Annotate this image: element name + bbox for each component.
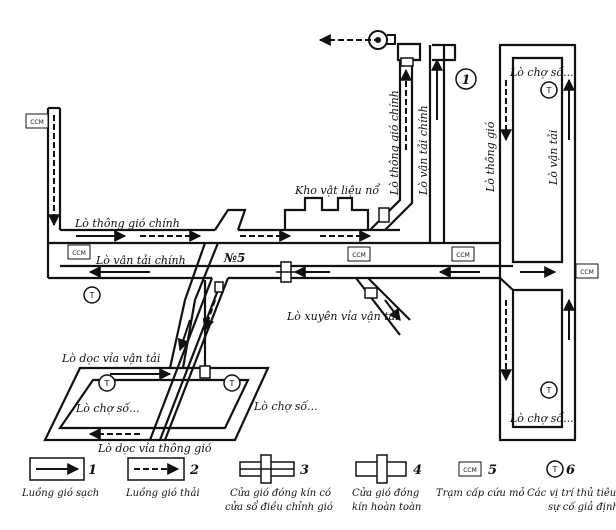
label-lo-xuyen-via: Lò xuyên vỉa vận tải [286,310,399,323]
label-lo-doc-via-thong-gio: Lò dọc vỉa thông gió [97,442,212,455]
svg-text:sự cố giả định: sự cố giả định [548,502,616,513]
svg-text:T: T [89,291,95,300]
svg-text:1: 1 [461,73,470,88]
legend-item-3: 3 Cửa gió đóng kín có cửa sổ điều chỉnh … [225,454,333,513]
tunnel-network [43,42,577,442]
svg-text:Các vị trí thủ tiêu: Các vị trí thủ tiêu [527,488,616,499]
airflow-arrows [48,34,575,440]
legend-item-2: 2 Luồng gió thải [125,457,200,499]
svg-text:kín hoàn toàn: kín hoàn toàn [352,502,421,513]
legend: 1 Luồng gió sạch 2 Luồng gió thải 3 Cửa … [21,454,616,513]
ccm-station: CCM [67,244,91,260]
ccm-station: CCM [347,246,371,262]
svg-text:CCM: CCM [580,269,594,276]
svg-text:Cửa gió đóng kín có: Cửa gió đóng kín có [230,488,331,499]
label-vertical-thong-gio-chinh: Lò thông gió chính [388,90,401,196]
label-no5: №5 [223,251,245,265]
label-kho-vat-lieu-no: Kho vật liệu nổ [294,184,380,197]
svg-text:2: 2 [189,463,199,478]
svg-text:4: 4 [413,463,422,478]
svg-text:Cửa gió đóng: Cửa gió đóng [352,488,419,499]
incident-marker: T [540,81,558,99]
svg-text:1: 1 [88,463,97,478]
legend-item-6: T 6 Các vị trí thủ tiêu sự cố giả định [527,460,616,513]
svg-text:CCM: CCM [463,467,477,474]
legend-item-4: 4 Cửa gió đóng kín hoàn toàn [352,454,422,513]
label-lo-doc-via-van-tai: Lò dọc vỉa vận tải [61,352,160,365]
svg-text:CCM: CCM [72,250,86,257]
incident-marker: T [83,286,101,304]
label-lo-cho-so-1: Lò chợ số... [75,402,140,415]
label-lo-van-tai-chinh: Lò vận tải chính [95,254,186,267]
label-lo-cho-so-2: Lò chợ số... [253,400,318,413]
svg-text:CCM: CCM [352,252,366,259]
label-lo-cho-so-4: Lò chợ số... [509,412,574,425]
svg-text:Luồng gió thải: Luồng gió thải [125,488,200,499]
ventilation-doors [199,57,414,379]
ccm-station: CCM [25,113,49,129]
svg-text:T: T [229,379,235,388]
svg-text:CCM: CCM [30,119,44,126]
svg-text:5: 5 [488,463,497,478]
label-lo-thong-gio-chinh: Lò thông gió chính [74,217,180,230]
svg-text:T: T [546,86,552,95]
svg-text:3: 3 [300,463,309,478]
svg-text:cửa sổ điều chỉnh gió: cửa sổ điều chỉnh gió [225,501,333,513]
svg-text:T: T [546,386,552,395]
incident-marker: T [98,374,116,392]
ccm-station: CCM [451,246,475,262]
label-vertical-van-tai: Lò vận tải [547,130,560,186]
legend-item-1: 1 Luồng gió sạch [21,457,99,499]
label-vertical-van-tai-chinh: Lò vận tải chính [417,105,430,196]
svg-text:Luồng gió sạch: Luồng gió sạch [21,488,99,499]
shaft-number-marker: 1 [455,68,477,90]
svg-text:T: T [552,465,558,474]
incident-marker: T [223,374,241,392]
svg-text:T: T [104,379,110,388]
label-lo-cho-so-3: Lò chợ số... [509,66,574,79]
label-vertical-thong-gio: Lò thông gió [484,121,497,193]
svg-text:CCM: CCM [456,252,470,259]
legend-item-5: CCM 5 Trạm cấp cứu mỏ [436,461,525,499]
fan-icon [368,30,396,50]
incident-marker: T [540,381,558,399]
svg-text:Trạm cấp cứu mỏ: Trạm cấp cứu mỏ [436,488,525,499]
svg-text:6: 6 [566,463,575,478]
ccm-station: CCM [575,263,599,279]
